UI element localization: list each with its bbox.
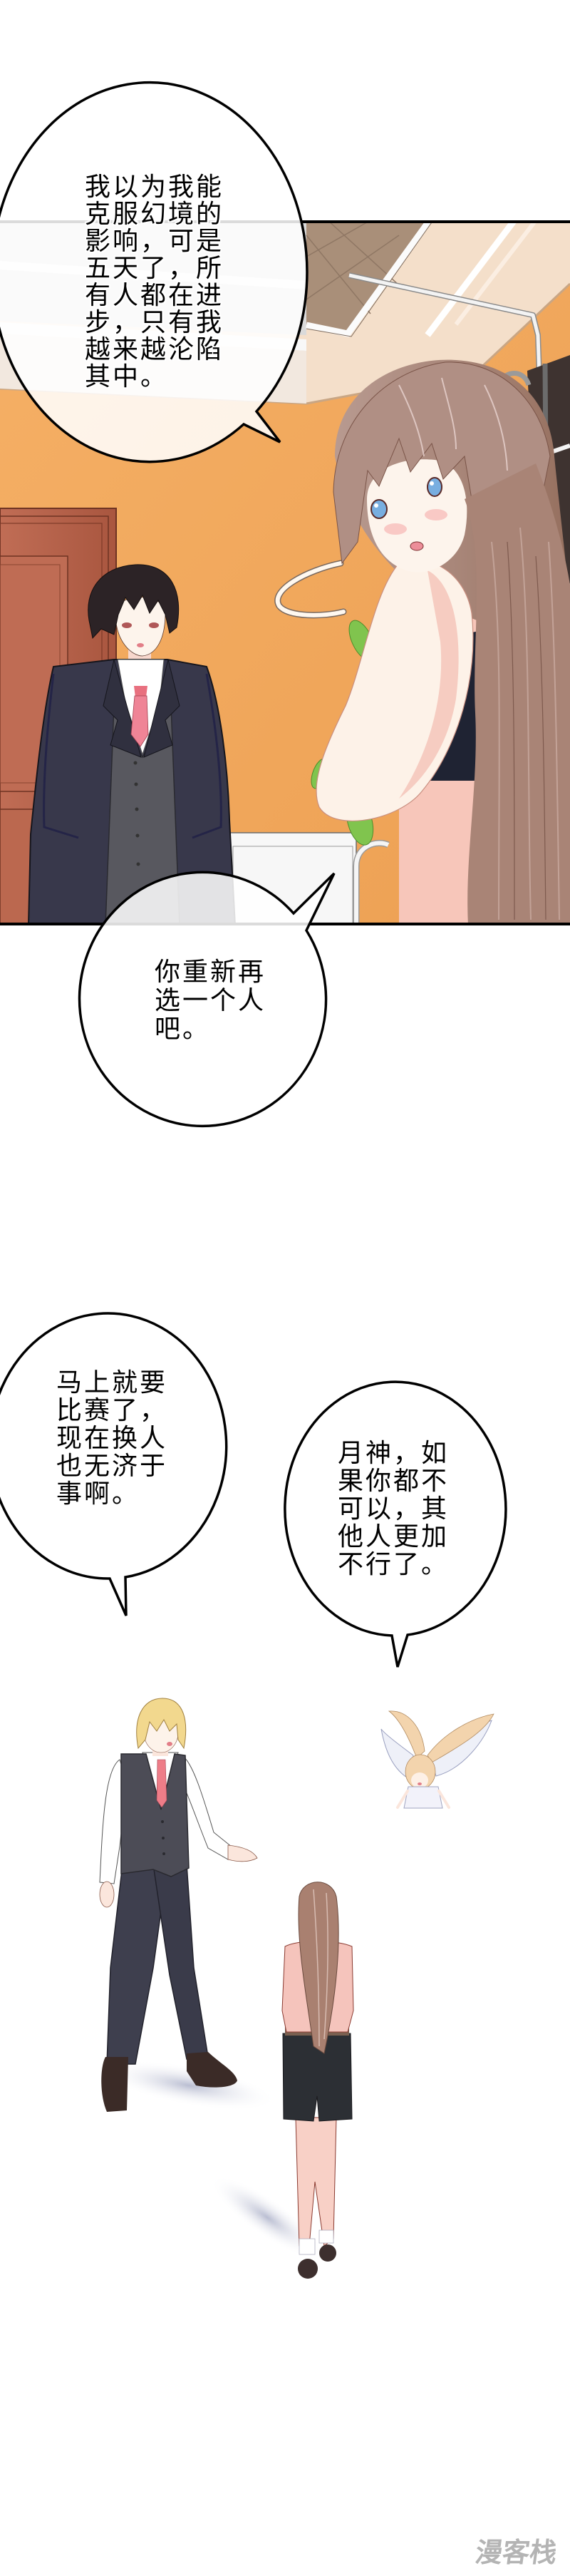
dialogue-line: 步，只有我 xyxy=(85,308,224,337)
dialogue-line: 马上就要 xyxy=(56,1368,168,1397)
dialogue-line: 克服幻境的 xyxy=(85,200,224,229)
chibi-angel xyxy=(380,1710,494,1809)
dialogue-line: 不行了。 xyxy=(338,1550,450,1579)
dialogue-line: 五天了，所 xyxy=(85,254,224,283)
dialogue-line: 我以为我能 xyxy=(85,173,224,202)
watermark-logo: 漫客栈 xyxy=(473,2537,559,2568)
dialogue-line: 越来越沦陷 xyxy=(85,335,224,364)
motion-swish xyxy=(274,560,347,619)
open-scene xyxy=(99,1698,494,2279)
dialogue-line: 吧。 xyxy=(155,1015,211,1044)
dialogue-line: 月神，如 xyxy=(338,1439,450,1468)
dialogue-line: 他人更加 xyxy=(338,1522,450,1551)
dialogue-line: 你重新再 xyxy=(155,958,266,987)
speech-bubble-3-text: 马上就要 比赛了， 现在换人 也无济于 事啊。 xyxy=(56,1369,167,1508)
speech-bubble-1-text: 我以为我能 克服幻境的 影响，可是 五天了，所 有人都在进 步，只有我 越来越沦… xyxy=(85,174,224,391)
speech-bubble-4-text: 月神，如 果你都不 可以，其 他人更加 不行了。 xyxy=(338,1440,449,1579)
dialogue-line: 选一个人 xyxy=(155,986,266,1015)
dialogue-line: 其中。 xyxy=(85,362,169,391)
dialogue-line: 影响，可是 xyxy=(85,227,224,256)
dialogue-line: 比赛了， xyxy=(56,1396,168,1425)
long-haired-woman-from-behind xyxy=(210,1882,354,2279)
long-haired-woman-looking-back xyxy=(311,359,570,925)
dialogue-line: 事啊。 xyxy=(56,1479,140,1509)
dark-haired-man-in-suit xyxy=(27,564,237,925)
dialogue-line: 可以，其 xyxy=(338,1494,450,1524)
dialogue-line: 也无济于 xyxy=(56,1452,168,1481)
blond-man-in-vest xyxy=(99,1698,277,2112)
speech-bubble-2-text: 你重新再 选一个人 吧。 xyxy=(155,958,266,1044)
dialogue-line: 果你都不 xyxy=(338,1467,450,1496)
dialogue-line: 现在换人 xyxy=(56,1424,168,1453)
dialogue-line: 有人都在进 xyxy=(85,281,224,310)
